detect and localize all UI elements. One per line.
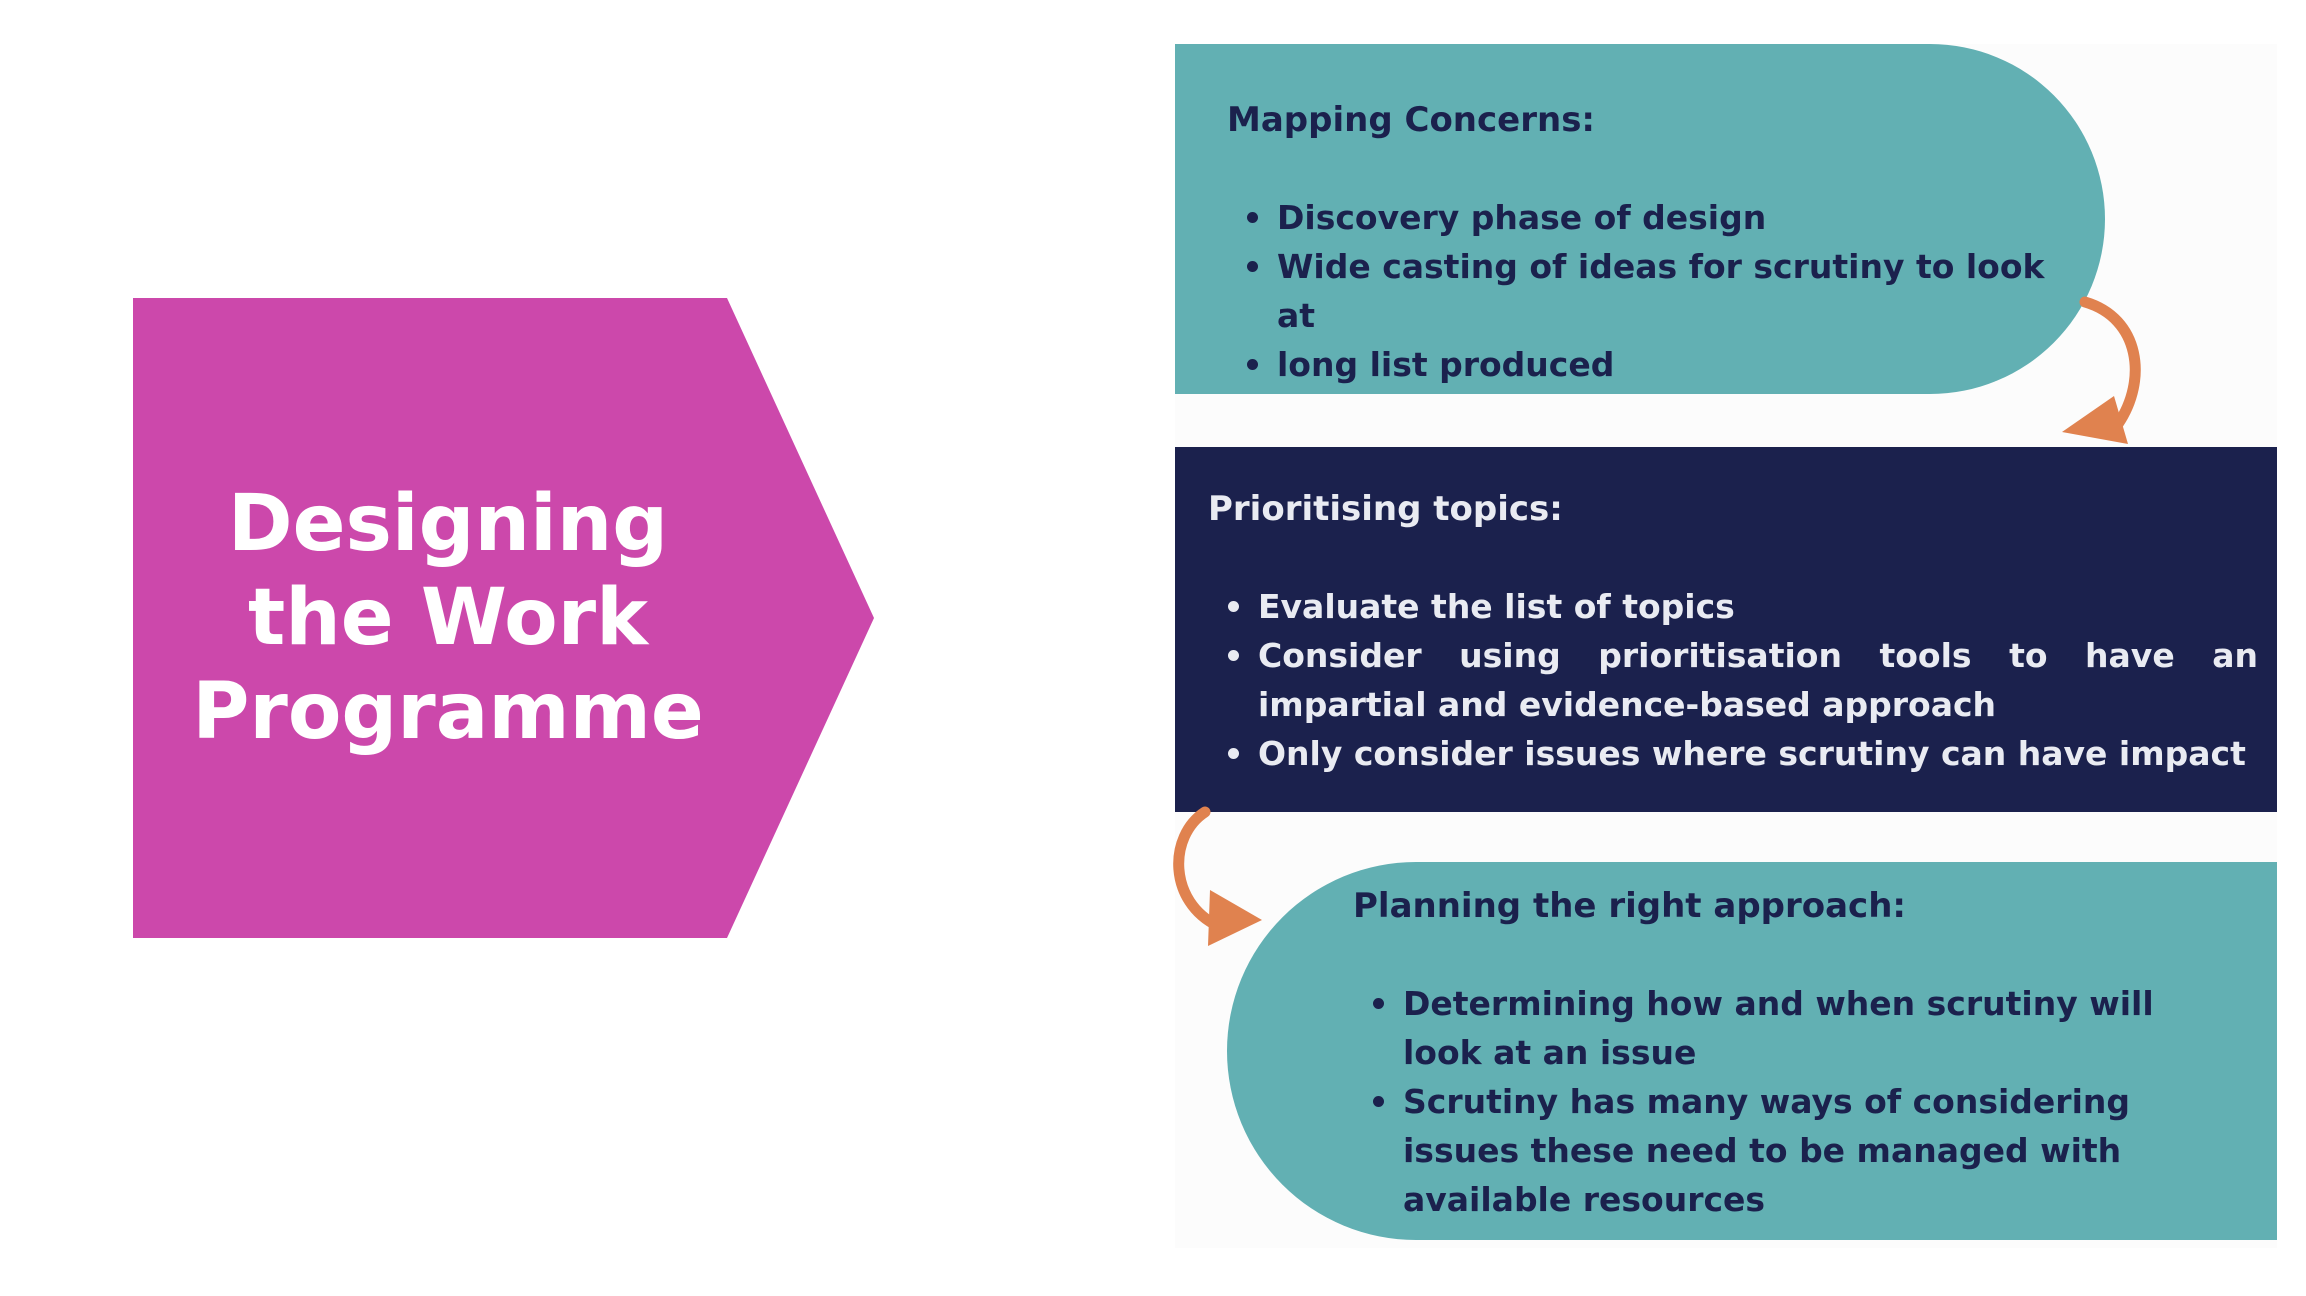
step-heading: Mapping Concerns: bbox=[1227, 100, 1596, 140]
step-planning-approach: Planning the right approach: Determining… bbox=[1353, 882, 2233, 1224]
step-heading: Prioritising topics: bbox=[1208, 489, 1563, 529]
bullet-list: Determining how and when scrutiny will l… bbox=[1353, 979, 2233, 1224]
bullet-item: Consider using prioritisation tools to h… bbox=[1228, 631, 2258, 729]
step-prioritising-topics: Prioritising topics: Evaluate the list o… bbox=[1208, 485, 2258, 778]
chevron-polygon bbox=[133, 298, 874, 938]
bullet-item: Determining how and when scrutiny will l… bbox=[1373, 979, 2233, 1077]
bullet-item: Only consider issues where scrutiny can … bbox=[1228, 729, 2258, 778]
bullet-list: Evaluate the list of topics Consider usi… bbox=[1208, 582, 2258, 778]
bullet-item: Wide casting of ideas for scrutiny to lo… bbox=[1247, 242, 2087, 340]
bullet-item: Scrutiny has many ways of considering is… bbox=[1373, 1077, 2233, 1224]
step-planning-approach-box bbox=[1227, 862, 2277, 1240]
title-line-3: Programme bbox=[192, 667, 704, 757]
title-line-1: Designing bbox=[227, 479, 669, 569]
step-mapping-concerns-box bbox=[1175, 44, 2105, 394]
bullet-list: Discovery phase of design Wide casting o… bbox=[1227, 193, 2087, 389]
title-chevron-shape bbox=[133, 298, 874, 938]
bullet-item: Evaluate the list of topics bbox=[1228, 582, 2258, 631]
bullet-item: Discovery phase of design bbox=[1247, 193, 2087, 242]
step-mapping-concerns: Mapping Concerns: Discovery phase of des… bbox=[1227, 96, 2087, 389]
bullet-item: long list produced bbox=[1247, 340, 2087, 389]
step-prioritising-topics-box bbox=[1175, 447, 2277, 812]
step-heading: Planning the right approach: bbox=[1353, 886, 1907, 926]
title-line-2: the Work bbox=[247, 573, 649, 663]
slide-title: Designing the Work Programme bbox=[133, 298, 763, 938]
